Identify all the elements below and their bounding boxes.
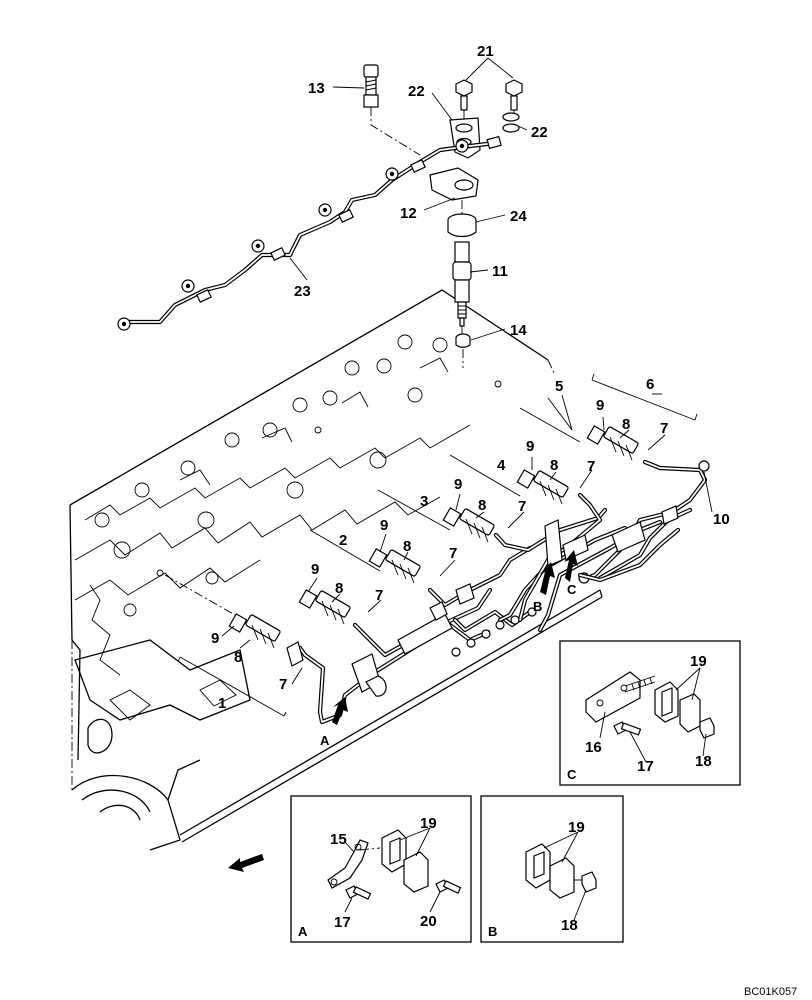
callout-7-g4: 7 [518,498,526,515]
view-label-a: A [298,924,308,939]
callout-15: 15 [330,831,347,848]
callout-24: 24 [510,208,527,225]
leak-off-pipe-23 [117,135,502,331]
callout-2: 2 [339,532,347,549]
callout-19-a: 19 [420,815,437,832]
callout-16: 16 [585,739,602,756]
callout-13: 13 [308,80,325,97]
callout-9-g1: 9 [211,630,219,647]
callout-9-g6: 9 [596,397,604,414]
callout-7-g1: 7 [279,676,287,693]
callout-7-g6: 7 [660,420,668,437]
view-label-c-arrow: C [567,582,577,597]
callout-8-g4: 8 [478,497,486,514]
callout-22-left: 22 [408,83,425,100]
engine-block [69,289,603,851]
callout-12: 12 [400,205,417,222]
callout-4: 4 [497,457,506,474]
nozzle-holders [228,425,639,649]
callout-23: 23 [294,283,311,300]
view-label-c: C [567,767,577,782]
drawing-code: BC01K057 [744,986,797,998]
pipe-clamps [286,505,679,697]
callout-20: 20 [420,913,437,930]
callout-3: 3 [420,493,428,510]
clamp-12 [429,117,481,201]
callout-17-c: 17 [637,758,654,775]
callout-22-right: 22 [531,124,548,141]
gasket-14 [455,333,471,368]
stud-bolt [624,675,656,693]
detail-box-c [559,640,741,786]
detail-box-a [290,795,472,943]
callout-7-g2: 7 [375,587,383,604]
direction-arrow-icon [228,854,264,872]
callout-8-g6: 8 [622,416,630,433]
bolts-21 [455,79,523,122]
callout-8-g1: 8 [234,649,242,666]
group-brackets [177,373,698,717]
callout-14: 14 [510,322,527,339]
callout-9-g2: 9 [311,561,319,578]
callout-labels: 13 21 22 22 12 24 11 23 14 5 6 9 8 7 10 … [211,43,797,998]
callout-9-g3: 9 [380,517,388,534]
callout-7-g5: 7 [587,458,595,475]
callout-9-g4: 9 [454,476,462,493]
view-label-b-arrow: B [533,599,542,614]
bolt-13 [363,64,421,156]
callout-10: 10 [713,511,730,528]
callout-8-g3: 8 [403,538,411,555]
injector-assembly [117,64,523,368]
callout-19-c: 19 [690,653,707,670]
view-label-a-arrow: A [320,733,330,748]
callout-18-c: 18 [695,753,712,770]
callout-5: 5 [555,378,563,395]
callout-7-g3: 7 [449,545,457,562]
callout-11: 11 [492,263,508,280]
detail-box-b [480,795,624,943]
leader-lines [221,57,713,921]
callout-18-b: 18 [561,917,578,934]
callout-8-g2: 8 [335,580,343,597]
callout-6: 6 [646,376,654,393]
seal-24 [447,200,477,238]
callout-17-a: 17 [334,914,351,931]
callout-8-g5: 8 [550,457,558,474]
view-arrows [332,550,578,725]
callout-9-g5: 9 [526,438,534,455]
callout-21: 21 [477,43,494,60]
view-label-b: B [488,924,497,939]
injection-nozzle-11 [452,241,472,334]
callout-1: 1 [218,695,226,712]
callout-19-b: 19 [568,819,585,836]
